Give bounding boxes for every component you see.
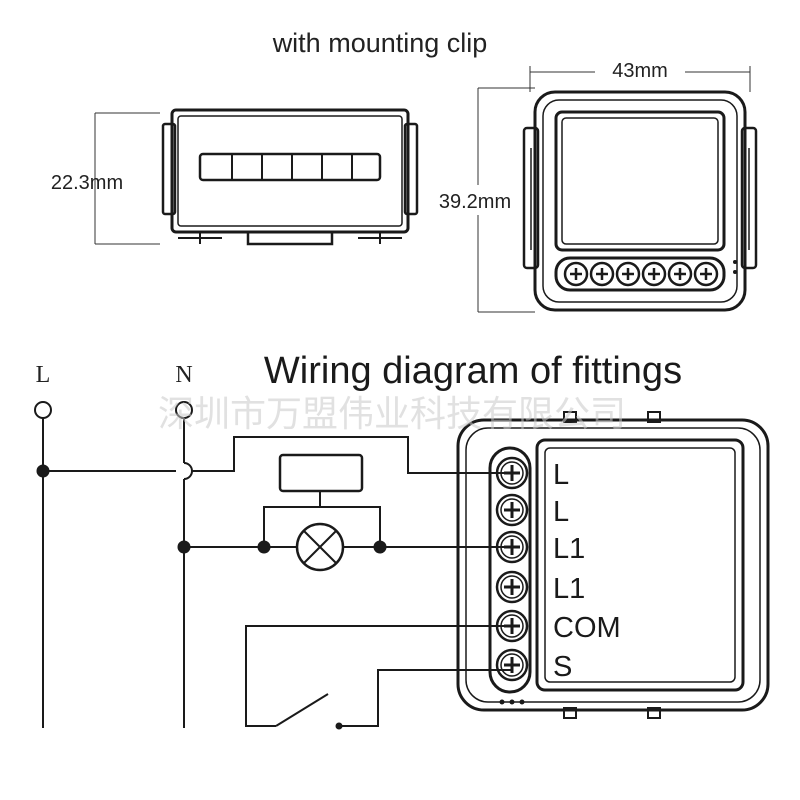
terminal-screw-icon	[495, 456, 529, 490]
terminal-label: L1	[553, 573, 585, 605]
front-left-clip	[522, 126, 540, 270]
terminal-label: S	[553, 651, 572, 683]
front-terminal-strip	[554, 256, 726, 292]
terminal-screw-icon	[495, 530, 529, 564]
line-terminal	[34, 401, 52, 419]
switch-com-wire	[245, 625, 512, 727]
junction-dots	[36, 464, 387, 730]
side-view	[94, 108, 419, 246]
front-face	[554, 110, 726, 252]
side-foot	[246, 230, 334, 246]
front-screws	[563, 261, 719, 287]
neutral-label: N	[175, 362, 192, 388]
neutral-terminal	[175, 401, 193, 419]
module-status-dots	[499, 699, 525, 705]
side-terminal-strip	[198, 152, 382, 182]
side-body	[170, 108, 410, 234]
line-label: L	[36, 362, 51, 388]
switch-s-wire	[340, 669, 512, 727]
watermark-text: 深圳市万盟伟业科技有限公司	[158, 394, 626, 435]
right-mounting-clip	[403, 122, 419, 216]
terminal-screw-icon	[495, 570, 529, 604]
mains-terminals	[34, 401, 193, 419]
front-housing	[533, 90, 747, 312]
front-view	[477, 66, 758, 313]
left-mounting-clip	[161, 122, 177, 216]
terminal-screw-icon	[495, 493, 529, 527]
terminal-label: L1	[553, 533, 585, 565]
side-height-dimension	[94, 112, 160, 245]
load-device	[278, 453, 364, 493]
terminal-label: L	[553, 459, 569, 491]
terminal-label: L	[553, 496, 569, 528]
side-height-label: 22.3mm	[51, 172, 123, 194]
module	[456, 411, 770, 719]
front-width-label: 43mm	[612, 60, 668, 82]
terminal-screw-icon	[495, 648, 529, 682]
module-face	[535, 438, 745, 692]
module-screws	[495, 456, 529, 682]
wiring-lines	[42, 418, 512, 728]
module-housing	[456, 418, 770, 712]
front-height-dimension	[477, 87, 535, 313]
front-height-label: 39.2mm	[439, 191, 511, 213]
front-right-clip	[740, 126, 758, 270]
terminal-label: COM	[553, 612, 621, 644]
line-feed-wire	[43, 436, 512, 474]
module-terminal-strip	[488, 446, 532, 694]
terminal-screw-icon	[495, 609, 529, 643]
wiring-title: Wiring diagram of fittings	[264, 350, 682, 392]
mounting-clip-caption: with mounting clip	[272, 28, 488, 58]
switch-icon	[275, 693, 329, 727]
